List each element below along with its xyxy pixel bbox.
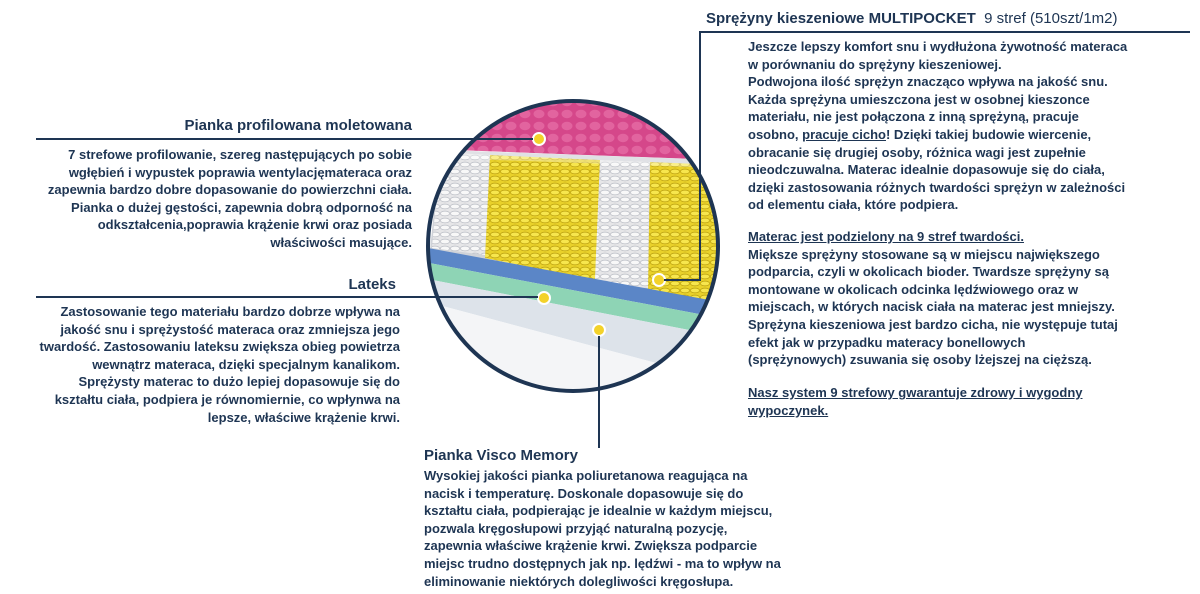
marker-latex [537,291,551,305]
marker-pink-foam [532,132,546,146]
lateks-title: Lateks [348,276,396,293]
marker-visco [592,323,606,337]
latex-layer [428,278,718,380]
connector-springs-top [699,31,1190,33]
zones-section: Materac jest podzielony na 9 stref tward… [748,228,1168,369]
yellow-springs-right [648,162,718,305]
visco-memory-description: Wysokiej jakości pianka poliuretanowa re… [424,468,781,589]
green-visco-layer [428,262,718,336]
connector-latex [36,296,538,298]
multipocket-description: Jeszcze lepszy komfort snu i wydłużona ż… [748,39,1128,213]
zones-heading: Materac jest podzielony na 9 stref tward… [748,229,1024,244]
pianka-profilowana-title: Pianka profilowana moletowana [184,117,412,134]
guarantee-note: Nasz system 9 strefowy gwarantuje zdrowy… [748,385,1083,418]
multipocket-title-suffix: 9 stref (510szt/1m2) [984,10,1118,27]
connector-visco [598,336,600,448]
visco-memory-title: Pianka Visco Memory [424,447,578,464]
lateks-description: Zastosowanie tego materiału bardzo dobrz… [39,304,400,425]
pianka-profilowana-description: 7 strefowe profilowanie, szereg następuj… [47,147,412,250]
illustration-circle-frame [426,99,720,393]
blue-layer [428,248,718,318]
connector-springs-v [699,31,701,281]
white-springs-right [595,160,650,290]
connector-pink-foam [36,138,533,140]
multipocket-title: Sprężyny kieszeniowe MULTIPOCKET 9 stref… [706,10,1118,27]
connector-springs-h [664,279,700,281]
yellow-springs-mid [485,155,600,280]
pracuje-cicho-highlight: pracuje cicho [802,126,886,142]
white-springs-left [432,152,490,255]
